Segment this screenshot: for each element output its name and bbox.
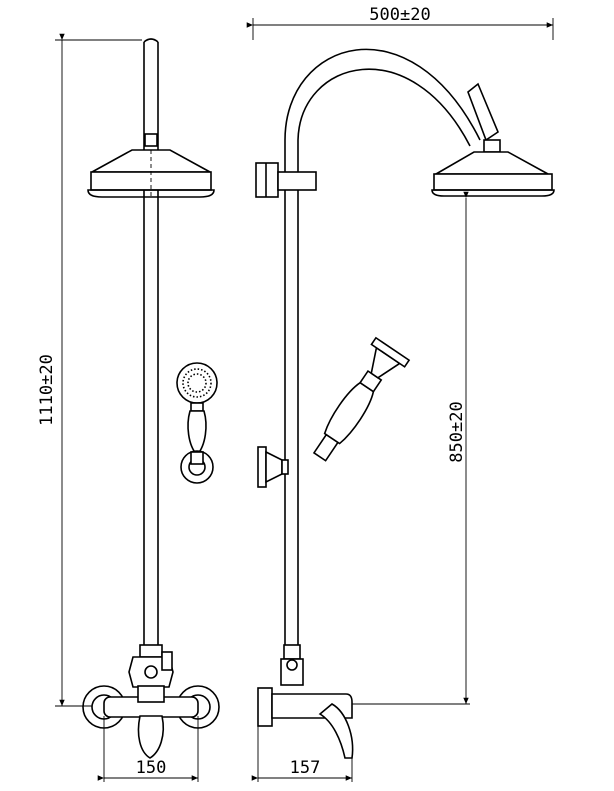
dimension-lines (55, 18, 554, 782)
front-view (82, 38, 220, 759)
dim-width-front-mixer: 150 (136, 758, 167, 778)
dim-height-head: 850±20 (447, 401, 467, 462)
dim-width-top: 500±20 (369, 5, 430, 25)
dim-height-total: 1110±20 (37, 354, 57, 426)
side-view (255, 48, 555, 759)
dim-depth-side-mixer: 157 (290, 758, 321, 778)
hand-shower-front (176, 362, 218, 484)
